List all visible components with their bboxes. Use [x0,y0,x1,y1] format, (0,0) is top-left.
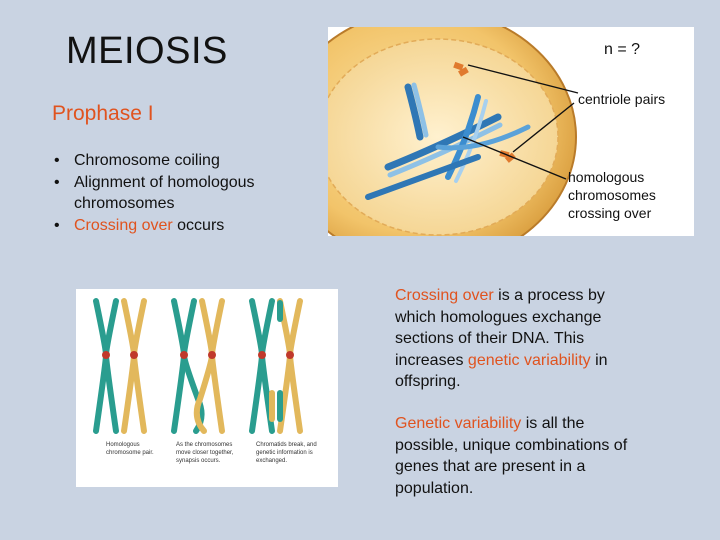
crossing-over-paragraph: Crossing over is a process by which homo… [395,285,635,393]
crossing-over-illustration: Homologous chromosome pair. As the chrom… [76,289,338,487]
n-equals-label: n = ? [604,41,640,59]
caption-synapsis: As the chromosomes move closer together,… [176,441,238,465]
highlight-genetic-variability: genetic variability [468,352,591,369]
bullet-item: • Crossing over occurs [52,215,322,236]
centriole-pairs-label: centriole pairs [578,91,665,107]
bullet-dot: • [54,172,60,193]
slide-subtitle: Prophase I [52,102,154,126]
bullet-highlight-text: Crossing over [74,217,173,234]
bullet-text: Alignment of homologous chromosomes [74,174,255,212]
chromosome-pair-3 [252,301,300,431]
bullet-item: • Chromosome coiling [52,150,322,171]
highlight-crossing-over: Crossing over [395,287,494,304]
homologous-crossing-label: homologous chromosomes crossing over [568,168,688,222]
slide-title: MEIOSIS [66,30,228,73]
bullet-list: • Chromosome coiling • Alignment of homo… [52,150,322,237]
caption-homologous-pair: Homologous chromosome pair. [106,441,168,457]
highlight-genetic-variability: Genetic variability [395,415,521,432]
bullet-dot: • [54,215,60,236]
bullet-dot: • [54,150,60,171]
nucleus-region [328,39,558,235]
bullet-item: • Alignment of homologous chromosomes [52,172,322,214]
chromosome-pair-2 [174,301,222,431]
genetic-variability-paragraph: Genetic variability is all the possible,… [395,413,635,499]
caption-exchange: Chromatids break, and genetic informatio… [256,441,322,465]
bullet-text: occurs [173,217,225,234]
bullet-text: Chromosome coiling [74,152,220,169]
chromosome-pair-1 [96,301,144,431]
